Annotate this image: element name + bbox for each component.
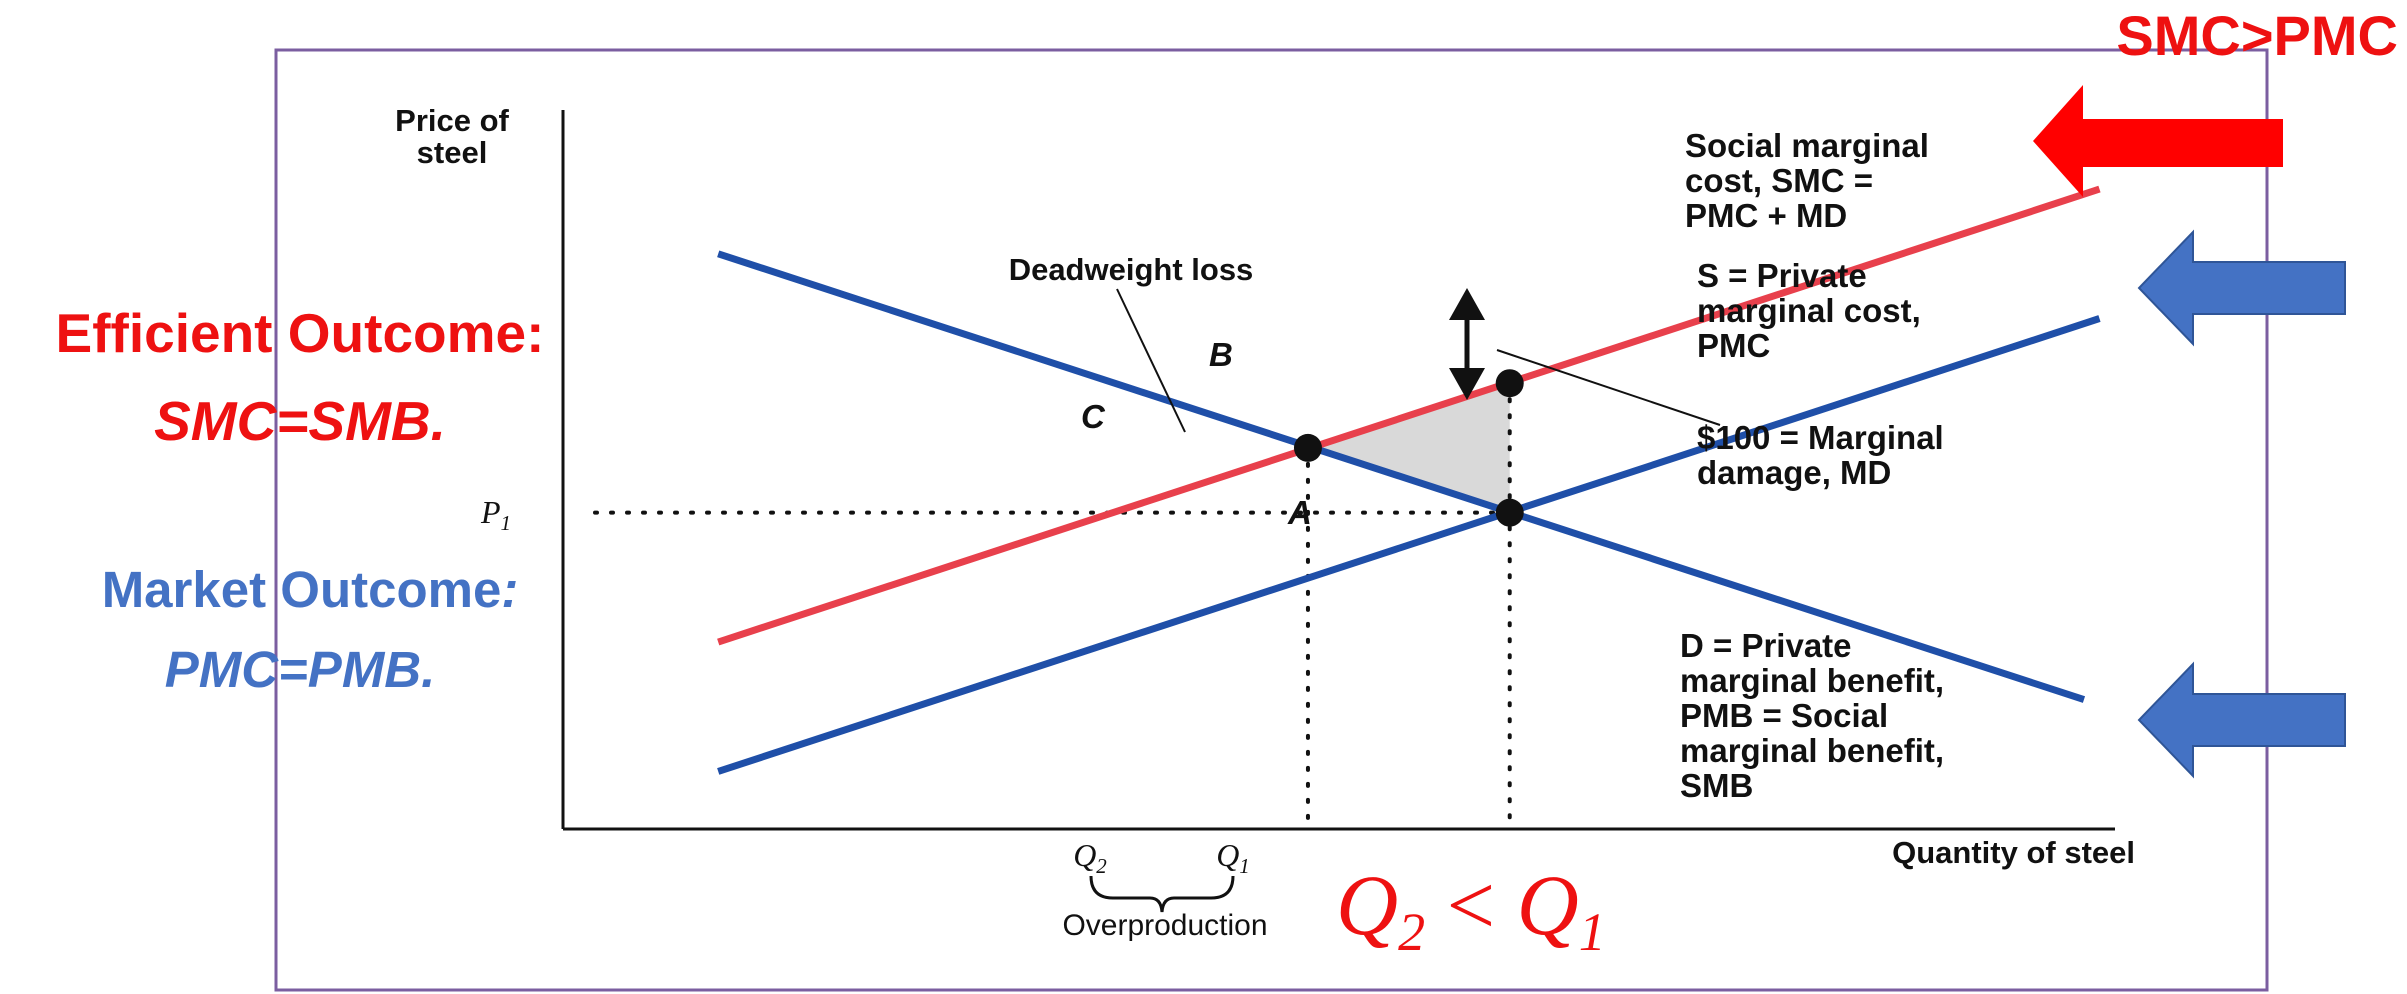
md-label-line1: $100 = Marginal [1697,419,1944,456]
pmc-label-line2: marginal cost, [1697,292,1921,329]
q-comparison-subscript-1: 1 [1579,902,1606,962]
pmb-label-line1: D = Private [1680,627,1852,664]
red-left-arrow-icon [2033,85,2283,197]
smc-label-line3: PMC + MD [1685,197,1847,234]
md-label-line2: damage, MD [1697,454,1891,491]
market-outcome-title: Market Outcome: [102,561,519,618]
tick-label-q1: Q1 [1216,837,1250,878]
pmb-label-line4: marginal benefit, [1680,732,1944,769]
pmc-label-line1: S = Private [1697,257,1867,294]
smc-gt-pmc-annotation: SMC>PMC [2116,4,2398,67]
series-line-pmb [717,250,2086,703]
pmb-label-line2: marginal benefit, [1680,662,1944,699]
tick-label-p1-subscript: 1 [501,511,512,535]
q-comparison-annotation: Q2 < Q1 [1336,857,1606,962]
smc-label-line2: cost, SMC = [1685,162,1873,199]
q-comparison-lt: < [1425,857,1517,953]
marginal-damage-leader [1496,349,1721,426]
efficient-outcome-title: Efficient Outcome: [56,302,545,364]
tick-label-p1: P1 [480,494,511,535]
double-headed-arrow-icon [1449,288,1485,400]
tick-label-q2-subscript: 2 [1096,854,1107,878]
market-outcome-equation: PMC=PMB. [165,641,436,698]
pmb-label-line3: PMB = Social [1680,697,1888,734]
q-comparison-subscript-2: 2 [1398,902,1425,962]
series-line-smc [717,185,2101,646]
blue-left-arrow-icon [2137,229,2346,347]
deadweight-loss-area [1307,383,1510,513]
y-axis-label-line2: steel [417,135,488,170]
point-a [1495,498,1524,527]
point-label-c: C [1081,398,1106,435]
market-outcome-colon: : [501,561,518,618]
smc-label-line1: Social marginal [1685,127,1929,164]
series-line-pmc [717,315,2101,775]
tick-label-q2: Q2 [1073,837,1107,878]
x-axis-label: Quantity of steel [1892,835,2135,870]
pmc-label-line3: PMC [1697,327,1770,364]
tick-label-q1-subscript: 1 [1239,854,1250,878]
point-c [1293,433,1322,462]
deadweight-loss-leader [1116,288,1186,433]
overproduction-label: Overproduction [1062,909,1267,942]
y-axis-label-line1: Price of [395,103,509,138]
point-label-b: B [1209,336,1233,373]
chart-frame [274,48,2269,992]
point-label-a: A [1287,494,1312,531]
deadweight-loss-label: Deadweight loss [1009,252,1254,287]
pmb-label-line5: SMB [1680,767,1753,804]
efficient-outcome-equation: SMC=SMB. [154,390,446,452]
blue-left-arrow-icon [2137,661,2346,779]
point-b [1495,369,1524,398]
market-outcome-title-text: Market Outcome [102,561,502,618]
overproduction-brace [1089,875,1235,913]
